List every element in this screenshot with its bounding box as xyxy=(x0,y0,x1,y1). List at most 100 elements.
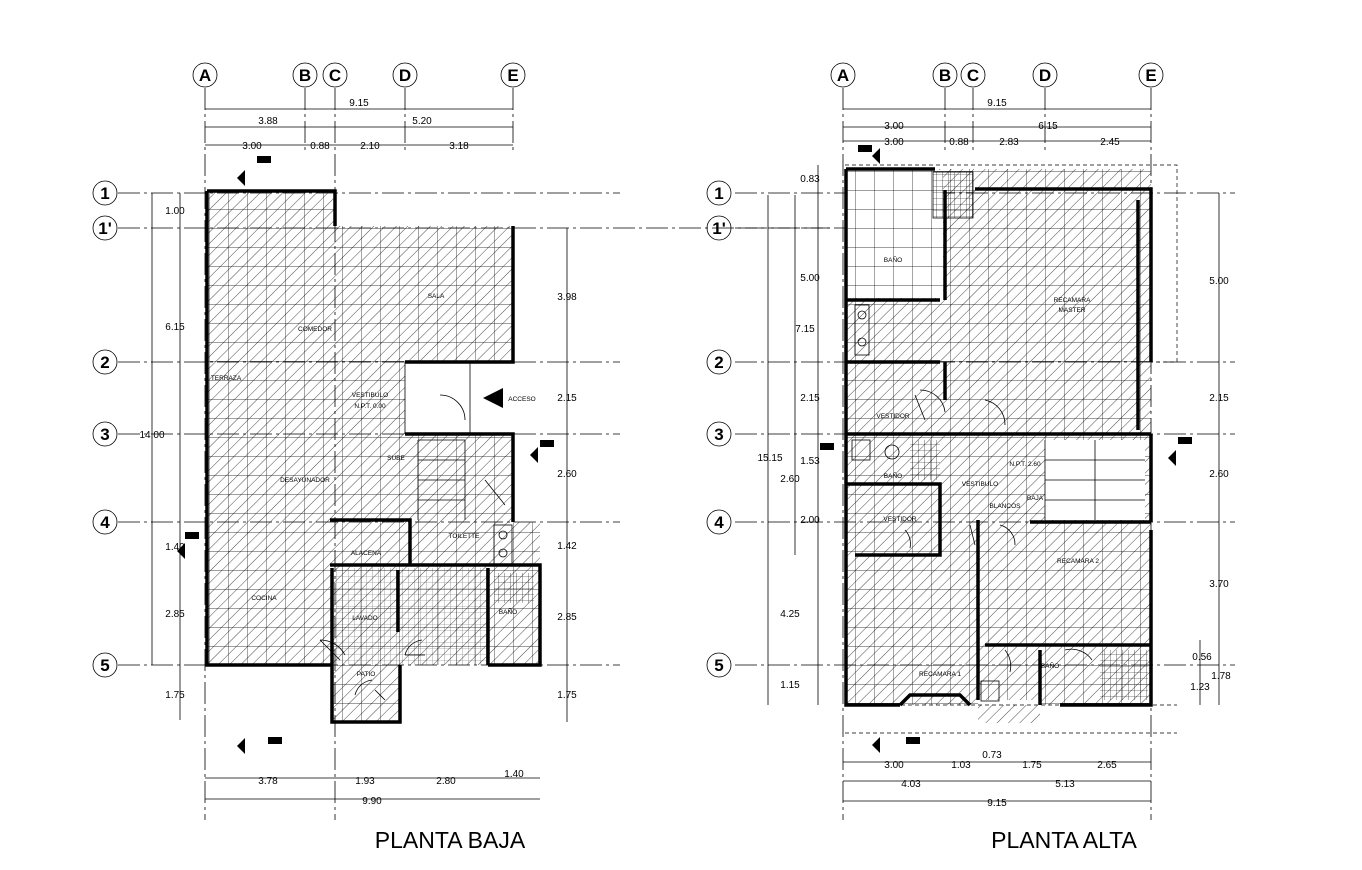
svg-text:5.00: 5.00 xyxy=(800,273,820,284)
svg-text:3.00: 3.00 xyxy=(884,760,904,771)
svg-text:3.98: 3.98 xyxy=(557,292,577,303)
room-label-bano: BAÑO xyxy=(499,607,517,616)
ground-row-markers: 1 1' 2 3 4 5 xyxy=(92,180,118,678)
svg-text:1.75: 1.75 xyxy=(557,690,577,701)
upper-right-dimensions: 5.00 2.15 2.60 3.70 0.56 1.23 1.78 xyxy=(1190,193,1231,705)
upper-room-label-vestidor-master: VESTIDOR xyxy=(876,413,910,420)
svg-text:9.15: 9.15 xyxy=(349,98,369,109)
upper-room-labels: BAÑO RECAMARA MASTER VESTIDOR BAÑO VESTI… xyxy=(876,255,1099,678)
svg-text:3.88: 3.88 xyxy=(258,116,278,127)
upper-row-marker-1p: 1' xyxy=(706,215,732,241)
room-label-sala: SALA xyxy=(428,293,445,300)
svg-text:3.00: 3.00 xyxy=(884,137,904,148)
svg-text:0.88: 0.88 xyxy=(949,137,969,148)
upper-column-marker-e: E xyxy=(1138,62,1164,88)
svg-text:3.18: 3.18 xyxy=(449,141,469,152)
upper-room-label-baja: BAJA xyxy=(1027,495,1044,502)
upper-row-marker-3: 3 xyxy=(706,421,732,447)
room-label-cocina: COCINA xyxy=(251,595,277,602)
upper-bottom-dimensions: 3.00 1.03 0.73 1.75 2.65 4.03 5.13 9.15 xyxy=(843,750,1151,809)
row-marker-1p: 1' xyxy=(92,215,118,241)
ground-room-labels: SALA COMEDOR TERRAZA VESTIBULO N.P.T. 0.… xyxy=(211,293,536,678)
svg-text:4.03: 4.03 xyxy=(901,779,921,790)
row-marker-2: 2 xyxy=(92,349,118,375)
svg-text:1: 1 xyxy=(100,184,109,203)
svg-text:B: B xyxy=(299,66,311,85)
svg-text:A: A xyxy=(837,66,849,85)
svg-text:2: 2 xyxy=(714,353,723,372)
svg-text:1: 1 xyxy=(714,184,723,203)
svg-text:3.70: 3.70 xyxy=(1209,579,1229,590)
room-label-comedor: COMEDOR xyxy=(298,326,332,333)
svg-text:2.85: 2.85 xyxy=(557,612,577,623)
svg-text:1.75: 1.75 xyxy=(165,690,185,701)
svg-text:4: 4 xyxy=(714,513,724,532)
upper-walls xyxy=(844,167,1153,707)
svg-text:2.10: 2.10 xyxy=(360,141,380,152)
upper-column-marker-b: B xyxy=(932,62,958,88)
svg-text:1.00: 1.00 xyxy=(165,206,185,217)
svg-text:2.80: 2.80 xyxy=(436,776,456,787)
upper-room-label-recamara-master-1: RECAMARA xyxy=(1054,297,1092,304)
svg-text:2.60: 2.60 xyxy=(557,469,577,480)
upper-room-label-recamara-1: RECAMARA 1 xyxy=(919,671,961,678)
upper-doors xyxy=(904,389,1093,673)
ground-doors xyxy=(319,394,506,701)
upper-column-marker-a: A xyxy=(830,62,856,88)
svg-text:5: 5 xyxy=(714,656,723,675)
upper-row-marker-5: 5 xyxy=(706,652,732,678)
svg-text:2.65: 2.65 xyxy=(1097,760,1117,771)
column-marker-b: B xyxy=(292,62,318,88)
upper-top-dimensions: 9.15 3.00 6.15 3.00 0.88 2.83 2.45 xyxy=(843,98,1151,148)
svg-text:6.15: 6.15 xyxy=(1038,121,1058,132)
svg-text:2.60: 2.60 xyxy=(780,474,800,485)
ground-walls xyxy=(205,189,542,724)
ground-floor-fill xyxy=(207,191,540,722)
svg-text:9.15: 9.15 xyxy=(987,98,1007,109)
svg-text:1': 1' xyxy=(98,219,112,238)
svg-text:2.15: 2.15 xyxy=(1209,393,1229,404)
upper-room-label-vestidor-2: VESTIDOR xyxy=(883,516,917,523)
ground-floor-plan: A B C D E 1 1' 2 3 4 5 9.15 3.88 5.20 3.… xyxy=(92,62,830,853)
svg-text:D: D xyxy=(1039,66,1051,85)
svg-text:1.93: 1.93 xyxy=(355,776,375,787)
column-marker-a: A xyxy=(192,62,218,88)
row-marker-4: 4 xyxy=(92,509,118,535)
upper-room-label-bano-3: BAÑO xyxy=(1041,661,1059,670)
row-marker-3: 3 xyxy=(92,421,118,447)
svg-text:3.00: 3.00 xyxy=(242,141,262,152)
svg-text:1.75: 1.75 xyxy=(1022,760,1042,771)
svg-text:2.83: 2.83 xyxy=(999,137,1019,148)
svg-text:4.25: 4.25 xyxy=(780,609,800,620)
svg-text:7.15: 7.15 xyxy=(795,324,815,335)
row-marker-1: 1 xyxy=(92,180,118,206)
svg-text:0.73: 0.73 xyxy=(982,750,1002,761)
svg-text:3.00: 3.00 xyxy=(884,121,904,132)
svg-text:2.60: 2.60 xyxy=(1209,469,1229,480)
row-marker-5: 5 xyxy=(92,652,118,678)
svg-text:9.90: 9.90 xyxy=(362,796,382,807)
svg-text:4: 4 xyxy=(100,513,110,532)
room-label-alacena: ALACENA xyxy=(351,550,382,557)
svg-text:C: C xyxy=(967,66,979,85)
svg-text:9.15: 9.15 xyxy=(987,798,1007,809)
column-marker-e: E xyxy=(500,62,526,88)
svg-text:D: D xyxy=(399,66,411,85)
svg-text:2.15: 2.15 xyxy=(557,393,577,404)
room-label-sube: SUBE xyxy=(387,455,405,462)
svg-text:C: C xyxy=(329,66,341,85)
svg-text:2.00: 2.00 xyxy=(800,515,820,526)
upper-row-marker-1: 1 xyxy=(706,180,732,206)
svg-text:E: E xyxy=(1145,66,1156,85)
column-marker-c: C xyxy=(322,62,348,88)
svg-text:3.78: 3.78 xyxy=(258,776,278,787)
room-label-vestibulo: VESTIBULO xyxy=(352,392,388,399)
svg-text:1.23: 1.23 xyxy=(1190,682,1210,693)
svg-text:A: A xyxy=(199,66,211,85)
upper-room-label-bano-master: BAÑO xyxy=(884,255,902,264)
svg-text:0.83: 0.83 xyxy=(800,174,820,185)
room-label-npt: N.P.T. 0.00 xyxy=(354,403,386,410)
svg-text:2.15: 2.15 xyxy=(800,393,820,404)
svg-text:5.13: 5.13 xyxy=(1055,779,1075,790)
